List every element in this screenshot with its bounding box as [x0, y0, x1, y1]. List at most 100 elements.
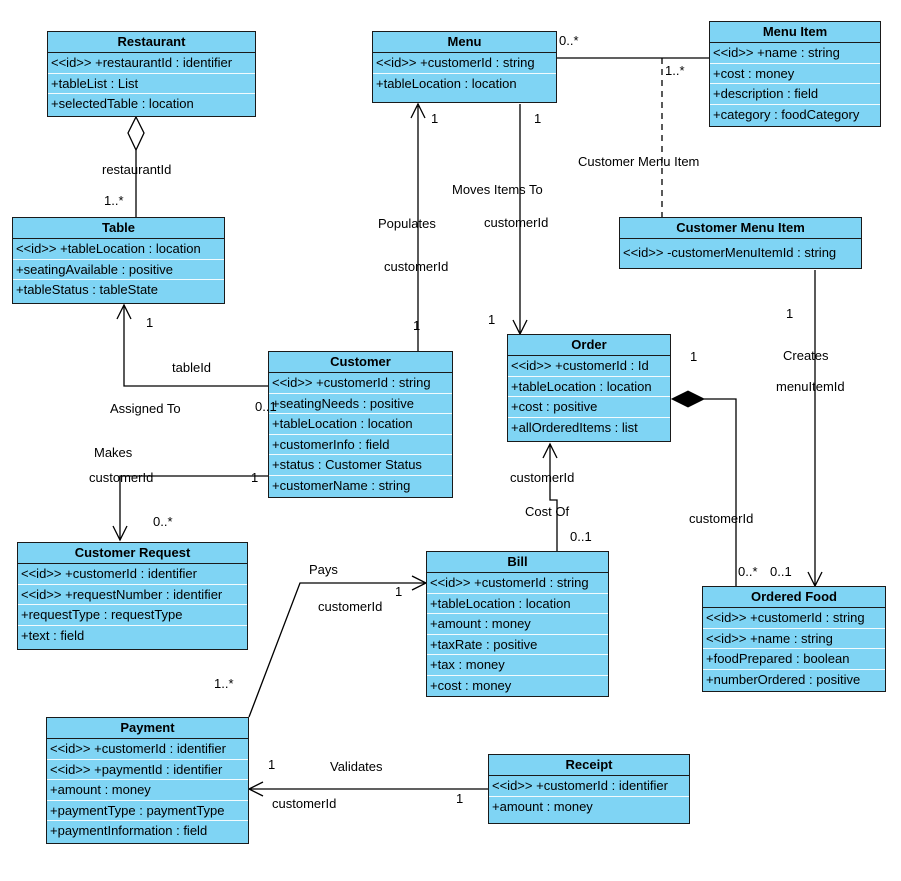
class-restaurant: Restaurant <<id>> +restaurantId : identi… — [47, 31, 256, 117]
role-label: customerId — [689, 511, 754, 526]
class-attribute: +tableStatus : tableState — [16, 282, 159, 297]
multiplicity-label: 0..1 — [255, 399, 277, 414]
role-label: customerId — [89, 470, 154, 485]
class-attribute: <<id>> +customerId : string — [373, 53, 556, 74]
class-attribute: +paymentInformation : field — [50, 823, 208, 838]
role-label: customerId — [484, 215, 549, 230]
multiplicity-label: 1 — [456, 791, 464, 806]
class-name: Ordered Food — [703, 587, 885, 608]
class-name: Customer Menu Item — [620, 218, 861, 239]
class-attribute: +selectedTable : location — [51, 96, 194, 111]
multiplicity-label: 0..* — [738, 564, 758, 579]
multiplicity-label: 1 — [534, 111, 542, 126]
aggregation-diamond — [127, 115, 145, 152]
class-name: Customer — [269, 352, 452, 373]
class-name: Payment — [47, 718, 248, 739]
order-orderedfood-composition — [704, 398, 737, 586]
role-label: customerId — [318, 599, 383, 614]
class-attribute: +seatingAvailable : positive — [13, 260, 224, 280]
class-attribute: <<id>> +requestNumber : identifier — [18, 585, 247, 605]
class-name: Customer Request — [18, 543, 247, 564]
class-attribute: +amount : money — [492, 798, 593, 814]
class-name: Receipt — [489, 755, 689, 776]
class-ordered-food: Ordered Food <<id>> +customerId : string… — [702, 586, 886, 692]
association-label: Customer Menu Item — [578, 154, 700, 169]
class-name: Table — [13, 218, 224, 239]
class-attribute: +cost : money — [430, 677, 512, 693]
class-attribute: <<id>> +restaurantId : identifier — [48, 53, 255, 74]
class-receipt: Receipt <<id>> +customerId : identifier … — [488, 754, 690, 824]
class-attribute: +customerName : string — [272, 477, 411, 493]
class-attribute: +tableLocation : location — [376, 75, 517, 91]
association-label: Assigned To — [110, 401, 181, 416]
class-name: Restaurant — [48, 32, 255, 53]
multiplicity-label: 0..* — [153, 514, 173, 529]
multiplicity-label: 1..* — [104, 193, 124, 208]
multiplicity-label: 1 — [413, 318, 421, 333]
class-attribute: +amount : money — [427, 614, 608, 635]
class-attribute: +requestType : requestType — [18, 605, 247, 626]
multiplicity-label: 1..* — [214, 676, 234, 691]
class-attribute: <<id>> +name : string — [710, 43, 880, 64]
class-customer-request: Customer Request <<id>> +customerId : id… — [17, 542, 248, 650]
composition-diamond — [670, 390, 706, 408]
class-attribute: +status : Customer Status — [269, 455, 452, 476]
class-attribute: <<id>> +tableLocation : location — [13, 239, 224, 260]
multiplicity-label: 1 — [690, 349, 698, 364]
multiplicity-label: 1 — [431, 111, 439, 126]
class-bill: Bill <<id>> +customerId : string +tableL… — [426, 551, 609, 697]
class-attribute: <<id>> +customerId : string — [269, 373, 452, 394]
class-attribute: +taxRate : positive — [427, 635, 608, 655]
arrowhead — [116, 303, 132, 320]
multiplicity-label: 1 — [251, 470, 259, 485]
class-attribute: +allOrderedItems : list — [511, 419, 638, 435]
customer-table-association — [123, 305, 268, 387]
class-menu-item: Menu Item <<id>> +name : string +cost : … — [709, 21, 881, 127]
multiplicity-label: 0..* — [559, 33, 579, 48]
association-label: Pays — [309, 562, 338, 577]
class-name: Menu Item — [710, 22, 880, 43]
class-attribute: +amount : money — [47, 780, 248, 801]
class-attribute: <<id>> +customerId : Id — [508, 356, 670, 377]
role-label: menuItemId — [776, 379, 845, 394]
class-order: Order <<id>> +customerId : Id +tableLoca… — [507, 334, 671, 442]
role-label: customerId — [272, 796, 337, 811]
class-attribute: +cost : positive — [508, 397, 670, 418]
customer-request-association — [119, 475, 268, 540]
class-attribute: <<id>> -customerMenuItemId : string — [623, 245, 837, 260]
arrowhead — [542, 442, 558, 459]
class-name: Order — [508, 335, 670, 356]
role-label: tableId — [172, 360, 212, 375]
class-attribute: +foodPrepared : boolean — [703, 649, 885, 670]
multiplicity-label: 1 — [488, 312, 496, 327]
role-label: restaurantId — [102, 162, 172, 177]
role-label: customerId — [384, 259, 449, 274]
class-attribute: +text : field — [21, 627, 85, 643]
multiplicity-label: 1 — [395, 584, 403, 599]
multiplicity-label: 1 — [786, 306, 794, 321]
class-attribute: +tax : money — [427, 655, 608, 676]
role-label: customerId — [510, 470, 575, 485]
association-label: Moves Items To — [452, 182, 543, 197]
class-attribute: +tableLocation : location — [508, 377, 670, 397]
bill-order-association — [549, 444, 558, 551]
multiplicity-label: 0..1 — [570, 529, 592, 544]
multiplicity-label: 1 — [146, 315, 154, 330]
association-label: Creates — [783, 348, 829, 363]
class-attribute: +paymentType : paymentType — [47, 801, 248, 821]
class-attribute: +description : field — [710, 84, 880, 105]
multiplicity-label: 1..* — [665, 63, 685, 78]
multiplicity-label: 0..1 — [770, 564, 792, 579]
arrowhead — [247, 781, 264, 797]
arrowhead — [410, 102, 426, 119]
class-attribute: +customerInfo : field — [269, 435, 452, 455]
class-attribute: +numberOrdered : positive — [706, 671, 861, 687]
class-attribute: +category : foodCategory — [713, 106, 860, 122]
class-attribute: +seatingNeeds : positive — [269, 394, 452, 414]
association-label: Populates — [378, 216, 436, 231]
association-label: Validates — [330, 759, 383, 774]
class-attribute: +tableLocation : location — [269, 414, 452, 435]
multiplicity-label: 1 — [268, 757, 276, 772]
